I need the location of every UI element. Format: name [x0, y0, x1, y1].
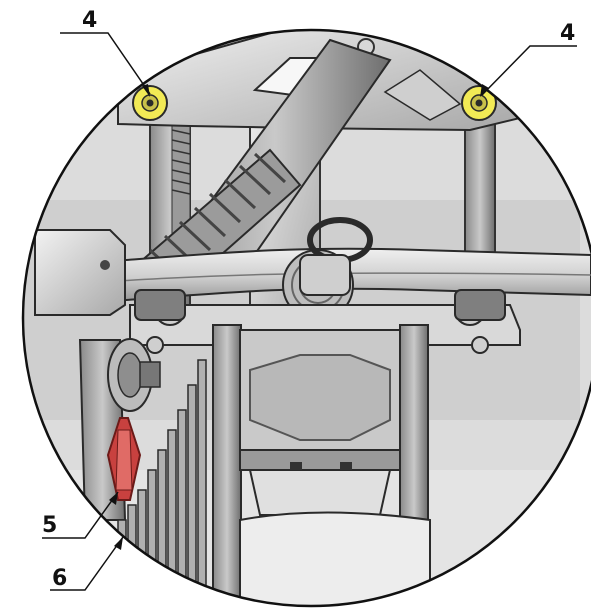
callout-right-washer: 4 [560, 21, 575, 46]
washer-right [461, 85, 497, 121]
callout-red-pulley: 5 [42, 513, 57, 538]
callout-cassette: 6 [52, 566, 67, 591]
highlighted-pulley [106, 417, 142, 501]
arrowhead [114, 537, 123, 550]
arrowhead [480, 84, 489, 97]
pulley-assembly [78, 338, 161, 521]
callout-left-washer: 4 [82, 8, 97, 33]
washer-left [132, 85, 168, 121]
arrowhead [142, 84, 150, 97]
motor-housing [34, 229, 126, 316]
arrowhead [109, 492, 118, 505]
detail-circle-border [21, 28, 591, 608]
leader-lines [42, 32, 577, 591]
reel [282, 217, 373, 321]
center-frame [212, 324, 431, 606]
